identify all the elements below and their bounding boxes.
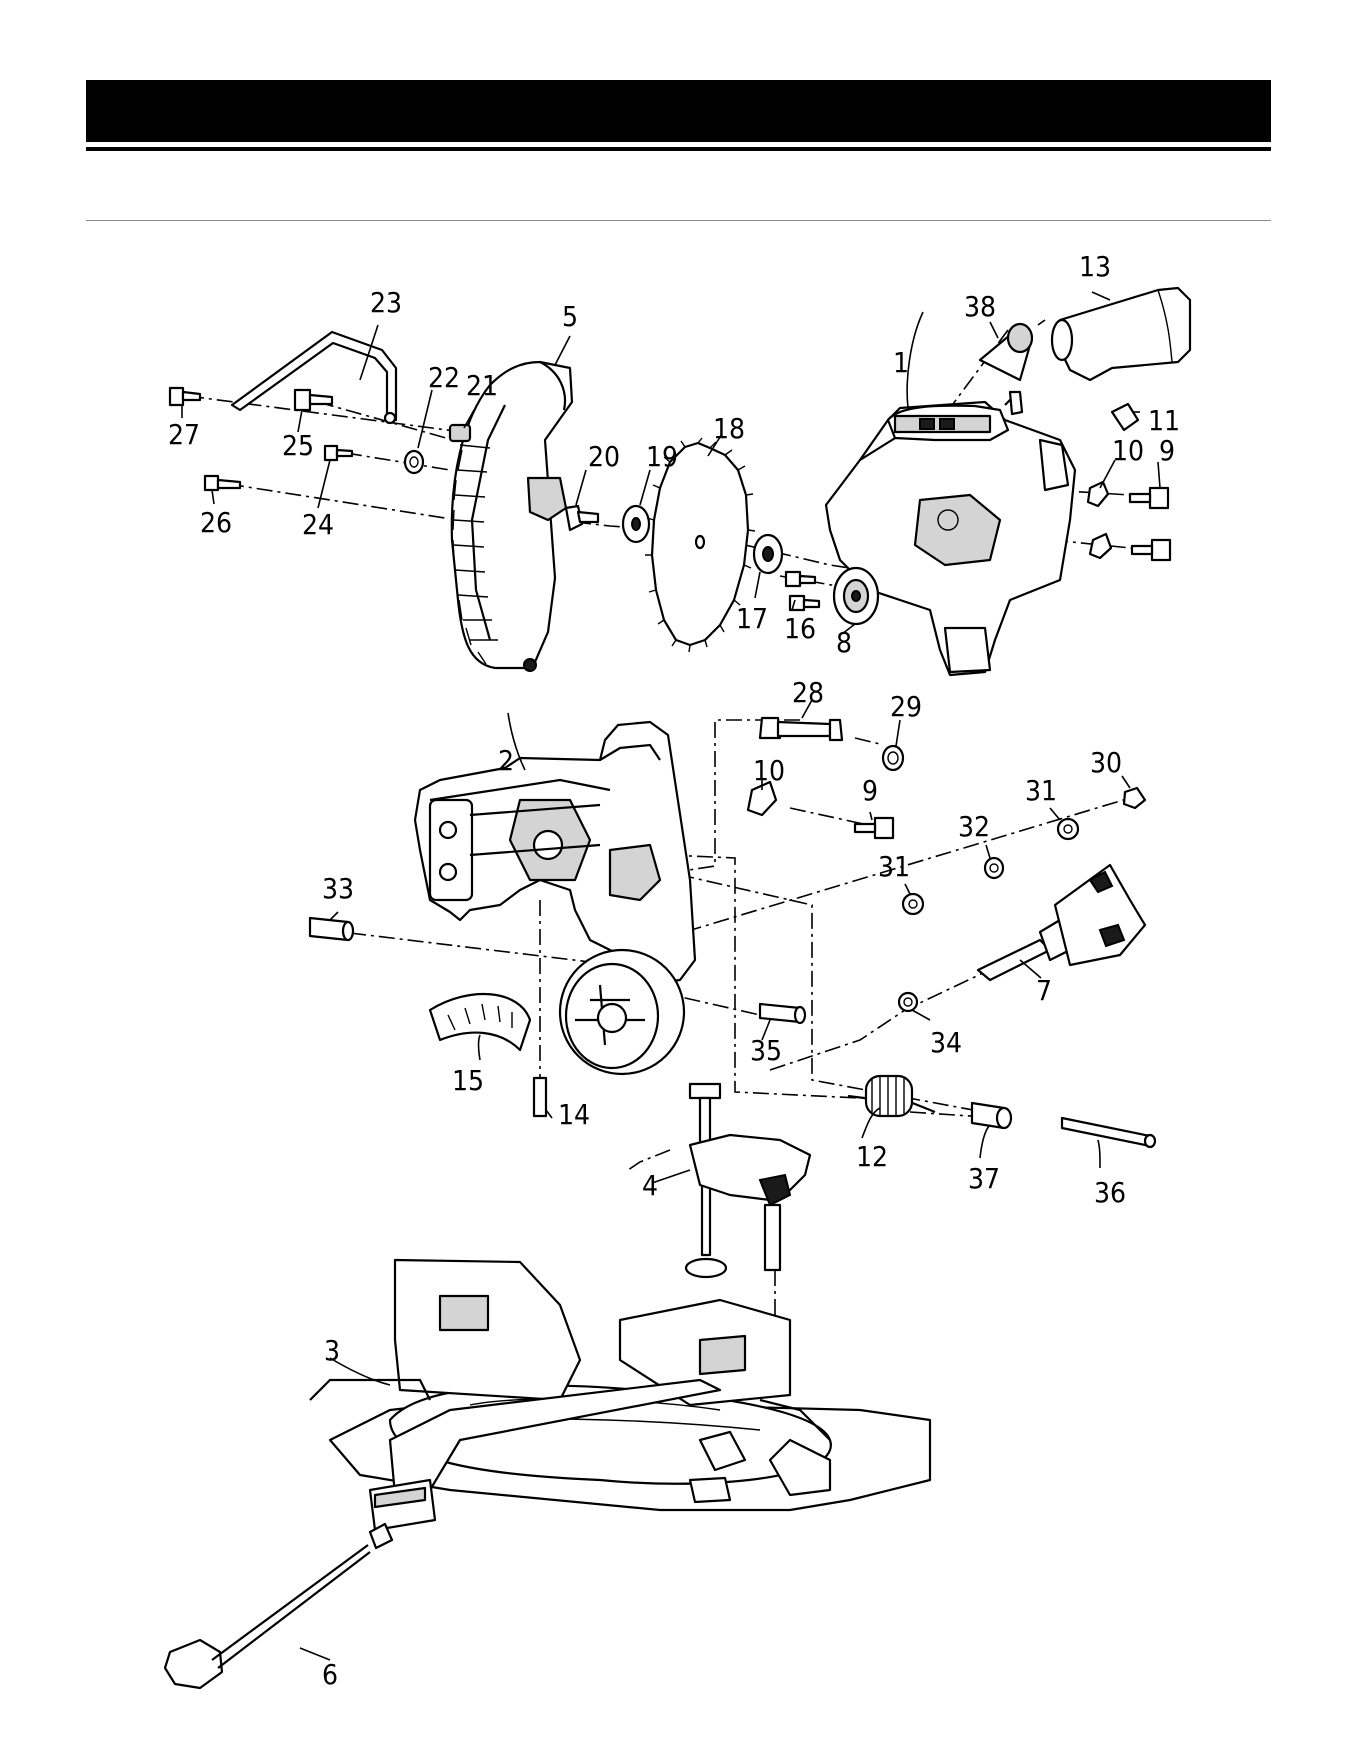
callout-25: 25: [282, 429, 314, 462]
callout-31-upper: 31: [1025, 774, 1057, 807]
hold-down-clamp: [686, 1084, 810, 1277]
callout-20: 20: [588, 440, 620, 473]
callout-21: 21: [466, 369, 498, 402]
callout-15: 15: [452, 1064, 484, 1097]
callout-10-lower: 10: [753, 754, 785, 787]
callout-27: 27: [168, 418, 200, 451]
spring-assembly: [848, 1076, 1155, 1147]
callout-16: 16: [784, 612, 816, 645]
callout-4: 4: [642, 1169, 658, 1202]
callout-22: 22: [428, 361, 460, 394]
callout-13: 13: [1079, 250, 1111, 283]
callout-14: 14: [558, 1098, 590, 1131]
callout-24: 24: [302, 508, 334, 541]
callout-11: 11: [1148, 404, 1180, 437]
callout-38: 38: [964, 290, 996, 323]
callout-34: 34: [930, 1026, 962, 1059]
callout-6: 6: [322, 1658, 338, 1691]
callout-32: 32: [958, 810, 990, 843]
callout-8: 8: [836, 626, 852, 659]
callout-31-lower: 31: [878, 850, 910, 883]
callout-18: 18: [713, 412, 745, 445]
blade-guard: [452, 362, 572, 671]
callout-10-upper: 10: [1112, 434, 1144, 467]
callout-12: 12: [856, 1140, 888, 1173]
callout-7: 7: [1036, 974, 1052, 1007]
callout-9-lower: 9: [862, 774, 878, 807]
callout-28: 28: [792, 676, 824, 709]
callout-36: 36: [1094, 1176, 1126, 1209]
bevel-lock-parts: [899, 788, 1145, 1011]
callout-9-upper: 9: [1159, 434, 1175, 467]
callout-33: 33: [322, 872, 354, 905]
callout-1: 1: [893, 346, 909, 379]
callout-19: 19: [646, 440, 678, 473]
miter-lock-handle: [165, 1524, 392, 1688]
callout-30: 30: [1090, 746, 1122, 779]
dust-bag: [980, 288, 1190, 380]
callout-35: 35: [750, 1034, 782, 1067]
callout-29: 29: [890, 690, 922, 723]
callout-26: 26: [200, 506, 232, 539]
callout-37: 37: [968, 1162, 1000, 1195]
callout-17: 17: [736, 602, 768, 635]
callout-3: 3: [324, 1334, 340, 1367]
callout-2: 2: [498, 744, 514, 777]
callout-23: 23: [370, 286, 402, 319]
miter-base: [310, 1260, 930, 1530]
callout-5: 5: [562, 300, 578, 333]
